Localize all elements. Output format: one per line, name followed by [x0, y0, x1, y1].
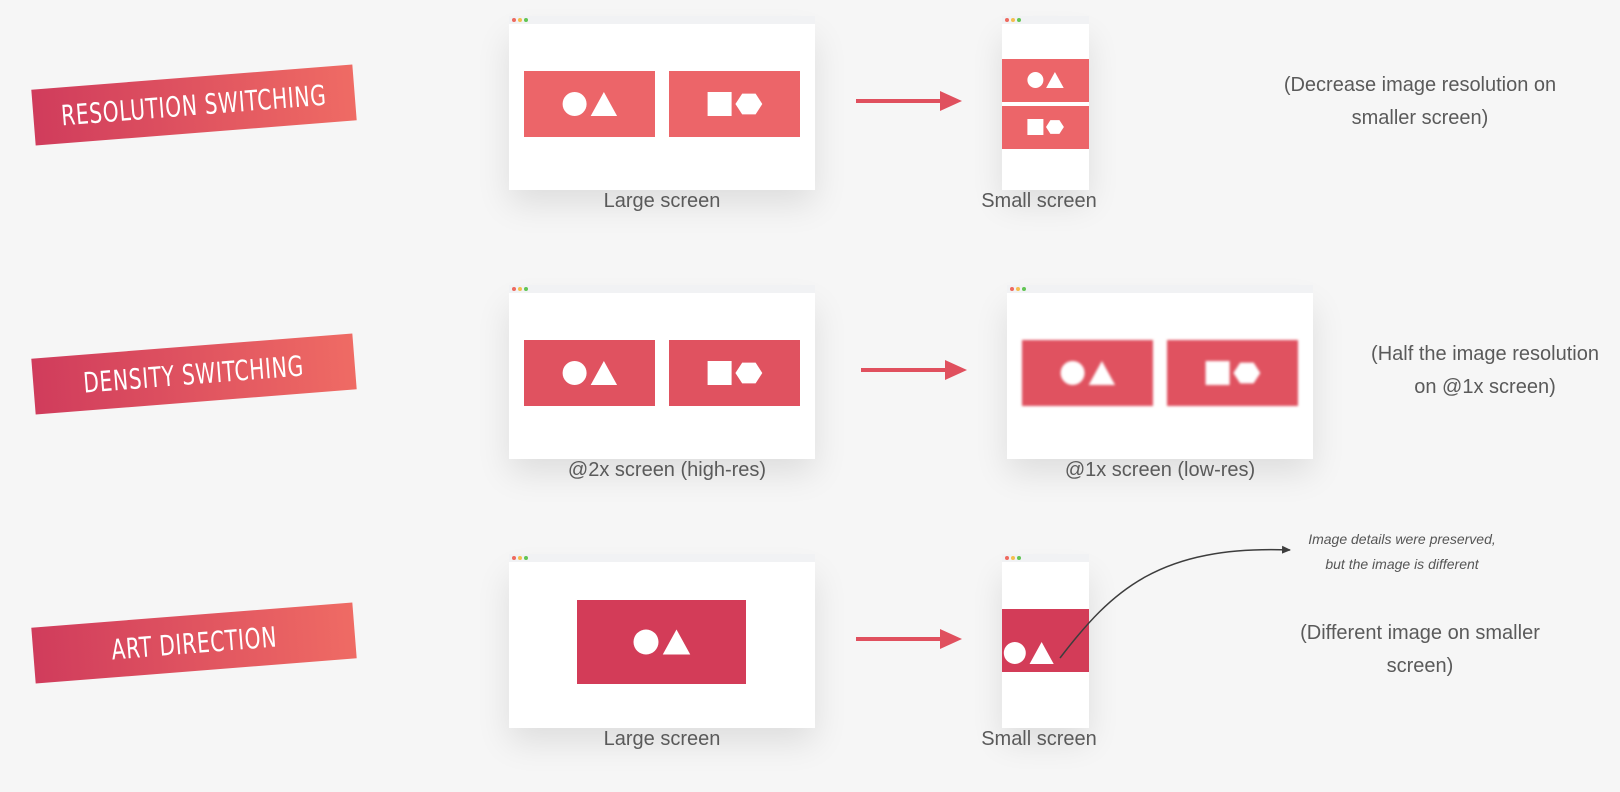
tile-shapes [707, 361, 763, 385]
hexagon-icon [735, 362, 763, 384]
window-close-dot [1005, 556, 1009, 560]
window-minimize-dot [1011, 556, 1015, 560]
window-zoom-dot [1022, 287, 1026, 291]
window-close-dot [512, 556, 516, 560]
window-zoom-dot [524, 18, 528, 22]
window-titlebar [1002, 16, 1089, 24]
image-tile [524, 71, 655, 137]
window-titlebar [1002, 554, 1089, 562]
square-icon [707, 92, 732, 116]
tile-shapes [1003, 642, 1054, 664]
triangle-icon [590, 361, 618, 385]
ribbon-label-3: Art direction [31, 602, 357, 684]
hexagon-icon [735, 93, 763, 115]
circle-icon [1003, 642, 1026, 664]
caption-large-screen: Large screen [603, 728, 721, 750]
square-icon [1205, 361, 1230, 385]
hexagon-icon [1046, 120, 1064, 134]
image-tile [1002, 106, 1089, 149]
circle-icon [633, 629, 659, 655]
tile-shapes [633, 629, 691, 655]
square-icon [1027, 119, 1044, 135]
ribbon-text: Resolution switching [60, 78, 328, 132]
ribbon-label-1: Resolution switching [31, 64, 357, 146]
image-tile [669, 71, 800, 137]
caption-small-screen: Small screen [981, 190, 1097, 212]
window-close-dot [1010, 287, 1014, 291]
window-zoom-dot [1017, 18, 1021, 22]
tile-shapes [707, 92, 763, 116]
image-tile [1022, 340, 1153, 406]
window-minimize-dot [518, 556, 522, 560]
arrow-right-icon [861, 360, 967, 380]
low-res-window [1007, 285, 1313, 459]
hexagon-icon [1233, 362, 1261, 384]
circle-icon [562, 92, 587, 116]
window-zoom-dot [524, 556, 528, 560]
tile-shapes [562, 361, 618, 385]
window-close-dot [512, 18, 516, 22]
triangle-icon [662, 629, 691, 655]
tile-shapes [1060, 361, 1116, 385]
caption-large-screen: Large screen [603, 190, 721, 212]
window-titlebar [509, 285, 815, 293]
window-zoom-dot [1017, 556, 1021, 560]
large-screen-window [509, 554, 815, 728]
arrow-right-icon [856, 629, 962, 649]
window-minimize-dot [1011, 18, 1015, 22]
caption-small-screen: Small screen [981, 728, 1097, 750]
window-titlebar [509, 554, 815, 562]
caption-high-res: @2x screen (high-res) [567, 459, 767, 481]
window-close-dot [1005, 18, 1009, 22]
window-titlebar [1007, 285, 1313, 293]
window-zoom-dot [524, 287, 528, 291]
image-tile [1002, 59, 1089, 102]
circle-icon [1027, 72, 1044, 88]
window-minimize-dot [518, 18, 522, 22]
triangle-icon [590, 92, 618, 116]
caption-low-res: @1x screen (low-res) [1064, 459, 1256, 481]
tile-shapes [1027, 72, 1064, 88]
tile-shapes [1205, 361, 1261, 385]
art-direction-callout: Image details were preserved,but the ima… [1308, 531, 1496, 572]
circle-icon [562, 361, 587, 385]
triangle-icon [1088, 361, 1116, 385]
small-screen-window [1002, 554, 1089, 728]
small-screen-window [1002, 16, 1089, 190]
tile-shapes [1027, 119, 1064, 135]
high-res-window [509, 285, 815, 459]
circle-icon [1060, 361, 1085, 385]
large-screen-window [509, 16, 815, 190]
triangle-icon [1046, 72, 1064, 88]
image-tile [669, 340, 800, 406]
window-minimize-dot [1016, 287, 1020, 291]
arrow-right-icon [856, 91, 962, 111]
ribbon-text: Art direction [110, 620, 278, 666]
image-tile [577, 600, 746, 684]
tile-shapes [562, 92, 618, 116]
image-tile [524, 340, 655, 406]
triangle-icon [1029, 642, 1054, 664]
window-close-dot [512, 287, 516, 291]
image-tile [1002, 609, 1089, 672]
ribbon-text: Density switching [82, 348, 306, 400]
ribbon-label-2: Density switching [31, 333, 357, 415]
window-minimize-dot [518, 287, 522, 291]
window-titlebar [509, 16, 815, 24]
square-icon [707, 361, 732, 385]
image-tile [1167, 340, 1298, 406]
